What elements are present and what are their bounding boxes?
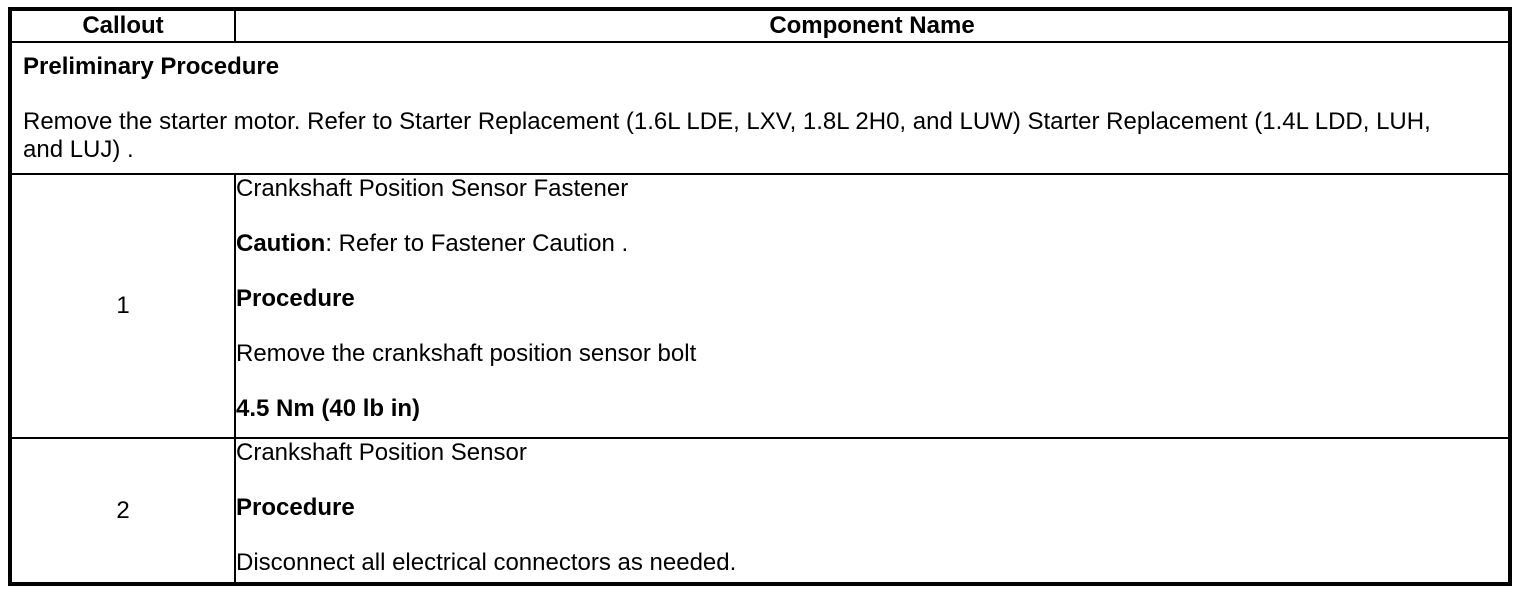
component-cell-2: Crankshaft Position Sensor Procedure Dis…: [234, 437, 1511, 585]
component-callout-table: Callout Component Name Preliminary Proce…: [8, 7, 1512, 586]
procedure-step: Disconnect all electrical connectors as …: [236, 549, 737, 576]
component-name-text: Crankshaft Position Sensor Fastener: [236, 175, 629, 202]
caution-paragraph: Caution: Refer to Fastener Caution .: [236, 230, 1508, 258]
preliminary-procedure-body: Remove the starter motor. Refer to Start…: [23, 108, 1431, 163]
preliminary-procedure-title: Preliminary Procedure: [23, 53, 280, 80]
procedure-label: Procedure: [236, 494, 355, 521]
preliminary-procedure-row: Preliminary Procedure Remove the starter…: [9, 41, 1511, 175]
component-name-column-header: Component Name: [234, 8, 1511, 43]
callout-column-header: Callout: [9, 8, 236, 43]
table-header-row: Callout Component Name: [9, 8, 1511, 43]
caution-label: Caution: [236, 230, 326, 257]
procedure-label: Procedure: [236, 285, 355, 312]
preliminary-procedure-cell: Preliminary Procedure Remove the starter…: [9, 41, 1511, 175]
callout-number-2: 2: [9, 437, 236, 585]
component-name-text: Crankshaft Position Sensor: [236, 439, 527, 466]
callout-number-1: 1: [9, 173, 236, 439]
table-row: 1 Crankshaft Position Sensor Fastener Ca…: [9, 173, 1511, 439]
component-cell-1: Crankshaft Position Sensor Fastener Caut…: [234, 173, 1511, 439]
procedure-step: Remove the crankshaft position sensor bo…: [236, 340, 697, 367]
caution-text: : Refer to Fastener Caution .: [325, 230, 629, 257]
torque-spec: 4.5 Nm (40 lb in): [236, 395, 421, 422]
table-row: 2 Crankshaft Position Sensor Procedure D…: [9, 437, 1511, 585]
